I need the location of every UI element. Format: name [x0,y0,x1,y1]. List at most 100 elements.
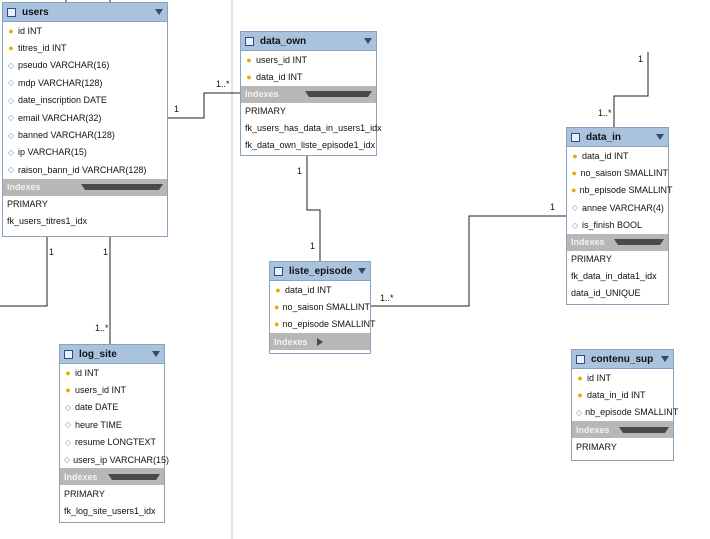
column-label: data_in_id INT [587,390,646,401]
indexes-header[interactable]: Indexes [241,85,376,103]
column-diamond-icon: ◇ [571,220,579,230]
table-data-in-header[interactable]: data_in [567,128,668,147]
index-row[interactable]: fk_users_titres1_idx [7,216,88,227]
column-row[interactable]: ●id INT [3,22,167,39]
index-row[interactable]: data_id_UNIQUE [571,288,641,299]
column-row[interactable]: ◇raison_bann_id VARCHAR(128) [3,161,167,178]
column-label: users_ip VARCHAR(15) [73,454,170,465]
indexes-header[interactable]: Indexes [60,468,164,486]
indexes-header[interactable]: Indexes [270,333,370,351]
column-row[interactable]: ●no_episode SMALLINT [270,316,376,333]
table-icon [571,132,580,142]
label-data-in-top-one: 1 [638,54,644,64]
primary-key-icon: ● [274,302,280,313]
collapse-arrow-icon[interactable] [304,91,372,98]
column-row[interactable]: ●data_in_id INT [572,386,673,403]
collapse-arrow-icon[interactable] [618,426,669,433]
column-row[interactable]: ◇banned VARCHAR(128) [3,126,167,143]
column-row[interactable]: ●data_id INT [270,281,370,298]
table-liste-episode-header[interactable]: liste_episode [270,262,370,281]
column-row[interactable]: ◇annee VARCHAR(4) [567,199,668,216]
table-users-header[interactable]: users [3,3,167,22]
table-contenu-sup[interactable]: contenu_sup ●id INT ●data_in_id INT ◇nb_… [571,349,678,461]
column-row[interactable]: ●id INT [572,369,673,386]
column-row[interactable]: ● titres_id INT [3,39,167,56]
column-diamond-icon: ◇ [64,402,72,412]
column-row[interactable]: ●users_id INT [241,51,376,68]
column-label: no_episode SMALLINT [282,319,376,330]
table-contenu-sup-header[interactable]: contenu_sup [572,350,673,369]
index-row[interactable]: fk_data_in_data1_idx [571,271,657,282]
column-row[interactable]: ●data_id INT [567,147,668,164]
table-log-site-title: log_site [79,348,117,360]
column-row[interactable]: ●nb_episode SMALLINT [567,182,673,199]
table-log-site[interactable]: log_site ●id INT ●users_id INT ◇date DAT… [59,344,169,523]
column-label: data_id INT [256,72,303,83]
collapse-arrow-icon[interactable] [81,184,163,191]
column-diamond-icon: ◇ [7,113,15,123]
column-label: id INT [587,372,612,383]
table-data-in[interactable]: data_in ●data_id INT ●no_saison SMALLINT… [566,127,673,305]
column-label: users_id INT [75,385,127,396]
collapse-arrow-icon[interactable] [661,356,669,362]
collapse-arrow-icon[interactable] [108,473,160,480]
rel-liste-episode-data-in [371,215,566,307]
primary-key-icon: ● [571,185,577,196]
expand-arrow-icon[interactable] [317,337,366,346]
primary-key-icon: ● [246,72,252,83]
index-row[interactable]: PRIMARY [7,199,48,210]
index-row[interactable]: PRIMARY [245,106,286,117]
collapse-arrow-icon[interactable] [364,38,372,44]
primary-key-icon: ● [246,54,252,65]
primary-key-icon: ● [8,43,14,54]
collapse-arrow-icon[interactable] [358,268,366,274]
table-data-own-header[interactable]: data_own [241,32,376,51]
column-row[interactable]: ◇resume LONGTEXT [60,434,164,451]
column-label: titres_id INT [18,43,67,54]
index-row[interactable]: fk_data_own_liste_episode1_idx [245,140,376,151]
column-label: id INT [18,25,43,36]
column-row[interactable]: ● data_id INT [241,68,376,85]
collapse-arrow-icon[interactable] [656,134,664,140]
index-row[interactable]: PRIMARY [64,488,105,499]
column-row[interactable]: ◇date DATE [60,399,164,416]
column-row[interactable]: ●users_id INT [60,381,164,398]
column-diamond-icon: ◇ [7,78,15,88]
index-row[interactable]: PRIMARY [576,441,617,452]
label-users-data-own-one: 1 [174,104,180,114]
indexes-header[interactable]: Indexes [3,178,167,196]
indexes-header[interactable]: Indexes [567,233,668,251]
collapse-arrow-icon[interactable] [613,239,664,246]
index-row[interactable]: fk_log_site_users1_idx [64,505,156,516]
column-diamond-icon: ◇ [571,203,579,213]
column-diamond-icon: ◇ [7,130,15,140]
table-icon [245,36,254,46]
column-label: date_inscription DATE [18,95,107,106]
table-data-own[interactable]: data_own ●users_id INT ● data_id INT Inde… [240,31,382,156]
label-data-in-one: 1 [550,202,556,212]
index-row[interactable]: fk_users_has_data_in_users1_idx [245,123,382,134]
column-row[interactable]: ◇pseudo VARCHAR(16) [3,57,167,74]
column-row[interactable]: ◇is_finish BOOL [567,217,668,234]
table-log-site-header[interactable]: log_site [60,345,164,364]
rel-data-own-liste-episode [306,156,321,261]
table-users[interactable]: users ●id INT ● titres_id INT ◇pseudo VAR… [2,2,168,237]
indexes-header[interactable]: Indexes [572,421,673,439]
column-row[interactable]: ◇nb_episode SMALLINT [572,404,678,421]
column-row[interactable]: ◇heure TIME [60,416,164,433]
collapse-arrow-icon[interactable] [152,351,160,357]
table-icon [274,266,283,276]
collapse-arrow-icon[interactable] [155,9,163,15]
column-row[interactable]: ◇users_ip VARCHAR(15) [60,451,169,468]
column-row[interactable]: ◇email VARCHAR(32) [3,109,167,126]
index-row[interactable]: PRIMARY [571,254,612,265]
table-liste-episode[interactable]: liste_episode ●data_id INT ●no_saison SM… [269,261,376,354]
indexes-label: Indexes [274,336,308,347]
column-row[interactable]: ◇mdp VARCHAR(128) [3,74,167,91]
column-row[interactable]: ◇date_inscription DATE [3,92,167,109]
column-row[interactable]: ●id INT [60,364,164,381]
column-row[interactable]: ◇ip VARCHAR(15) [3,144,167,161]
column-row[interactable]: ●no_saison SMALLINT [270,298,370,315]
column-row[interactable]: ●no_saison SMALLINT [567,164,669,181]
